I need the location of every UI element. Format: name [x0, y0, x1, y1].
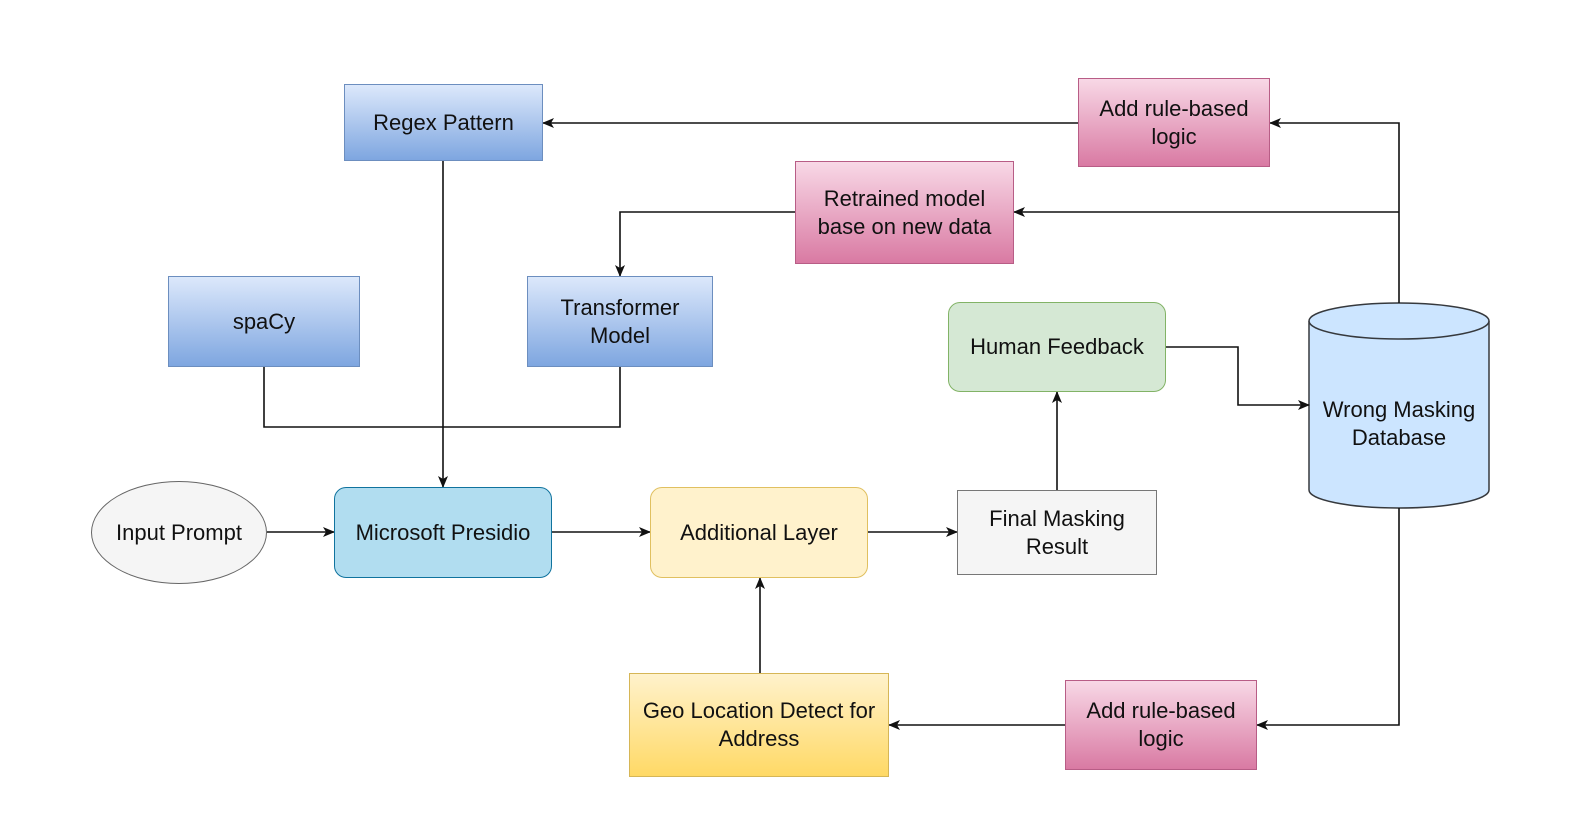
final-masking-result-node: Final Masking Result — [957, 490, 1157, 575]
edge-database-to-rule-top — [1269, 118, 1400, 303]
add-rule-logic-top-label: Add rule-based logic — [1099, 95, 1249, 149]
edge-spacy-to-join — [263, 367, 443, 428]
additional-layer-node: Additional Layer — [650, 487, 868, 578]
add-rule-logic-bottom-node: Add rule-based logic — [1065, 680, 1257, 770]
retrained-model-node: Retrained model base on new data — [795, 161, 1014, 264]
regex-pattern-label: Regex Pattern — [373, 109, 514, 135]
geo-location-detect-node: Geo Location Detect for Address — [629, 673, 889, 777]
transformer-model-node: Transformer Model — [527, 276, 713, 367]
add-rule-logic-bottom-label: Add rule-based logic — [1086, 698, 1236, 751]
transformer-model-label: Transformer Model — [560, 294, 680, 348]
spacy-node: spaCy — [168, 276, 360, 367]
edge-feedback-to-database — [1166, 346, 1310, 410]
add-rule-logic-top-node: Add rule-based logic — [1078, 78, 1270, 167]
edge-transformer-to-join — [443, 367, 621, 428]
microsoft-presidio-label: Microsoft Presidio — [355, 519, 531, 545]
human-feedback-node: Human Feedback — [948, 302, 1166, 392]
geo-location-detect-label: Geo Location Detect for Address — [642, 698, 876, 751]
wrong-masking-database-label: Wrong Masking Database — [1322, 397, 1476, 450]
input-prompt-label: Input Prompt — [116, 519, 242, 545]
edge-database-to-rule-bottom — [1256, 508, 1400, 730]
microsoft-presidio-node: Microsoft Presidio — [334, 487, 552, 578]
wrong-masking-database-node: Wrong Masking Database — [1309, 340, 1489, 508]
input-prompt-node: Input Prompt — [91, 481, 267, 584]
edge-retrained-to-transformer — [615, 211, 795, 277]
retrained-model-label: Retrained model base on new data — [817, 185, 992, 239]
human-feedback-label: Human Feedback — [970, 334, 1144, 359]
additional-layer-label: Additional Layer — [680, 519, 838, 545]
regex-pattern-node: Regex Pattern — [344, 84, 543, 161]
spacy-label: spaCy — [232, 308, 296, 334]
final-masking-result-label: Final Masking Result — [989, 505, 1125, 559]
